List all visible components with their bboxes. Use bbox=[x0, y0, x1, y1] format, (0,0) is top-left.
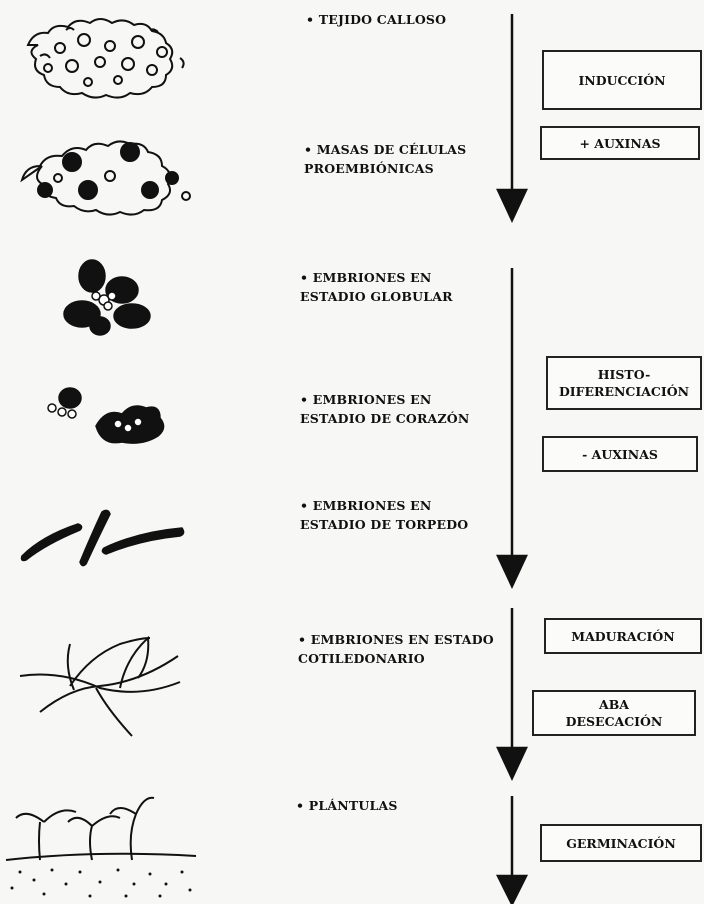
cotyledonary-embryo-illustration bbox=[20, 638, 180, 736]
stage-label-line: • EMBRIONES EN bbox=[300, 390, 469, 409]
process-box-induction: INDUCCIÓN bbox=[542, 50, 702, 110]
process-box-line: DIFERENCIACIÓN bbox=[559, 383, 689, 400]
stage-label-heart: • EMBRIONES EN ESTADIO DE CORAZÓN bbox=[300, 390, 469, 428]
torpedo-embryo-illustration bbox=[22, 510, 184, 565]
process-box-aba-desiccation: ABA DESECACIÓN bbox=[532, 690, 696, 736]
stage-label-torpedo: • EMBRIONES EN ESTADIO DE TORPEDO bbox=[300, 496, 468, 534]
process-box-maturation: MADURACIÓN bbox=[544, 618, 702, 654]
process-box-auxins-plus: + AUXINAS bbox=[540, 126, 700, 160]
process-box-germination: GERMINACIÓN bbox=[540, 824, 702, 862]
stage-label-line: • MASAS DE CÉLULAS bbox=[304, 140, 466, 159]
stage-label-cotyledonary: • EMBRIONES EN ESTADO COTILEDONARIO bbox=[298, 630, 494, 668]
stage-label-line: COTILEDONARIO bbox=[298, 649, 494, 668]
stage-label-line: • EMBRIONES EN bbox=[300, 496, 468, 515]
process-box-line: ABA bbox=[599, 696, 629, 713]
stage-label-line: ESTADIO DE CORAZÓN bbox=[300, 409, 469, 428]
stage-label-callus: • TEJIDO CALLOSO bbox=[306, 10, 446, 29]
stage-label-line: • EMBRIONES EN bbox=[300, 268, 453, 287]
proembryogenic-masses-illustration bbox=[22, 141, 190, 214]
process-box-auxins-minus: - AUXINAS bbox=[542, 436, 698, 472]
stage-label-proembryogenic: • MASAS DE CÉLULAS PROEMBIÓNICAS bbox=[304, 140, 466, 178]
process-box-line: HISTO- bbox=[598, 366, 651, 383]
process-arrows bbox=[498, 14, 526, 904]
stage-label-line: ESTADIO DE TORPEDO bbox=[300, 515, 468, 534]
stage-label-seedlings: • PLÁNTULAS bbox=[296, 796, 398, 815]
process-box-histodifferentiation: HISTO- DIFERENCIACIÓN bbox=[546, 356, 702, 410]
stage-label-line: • EMBRIONES EN ESTADO bbox=[298, 630, 494, 649]
seedlings-illustration bbox=[6, 798, 196, 898]
stage-label-globular: • EMBRIONES EN ESTADIO GLOBULAR bbox=[300, 268, 453, 306]
heart-embryo-illustration bbox=[48, 388, 164, 443]
stage-label-line: ESTADIO GLOBULAR bbox=[300, 287, 453, 306]
callus-tissue-illustration bbox=[28, 19, 184, 98]
globular-embryo-illustration bbox=[64, 260, 150, 335]
stage-label-line: PROEMBIÓNICAS bbox=[304, 159, 466, 178]
process-box-line: DESECACIÓN bbox=[566, 713, 663, 730]
